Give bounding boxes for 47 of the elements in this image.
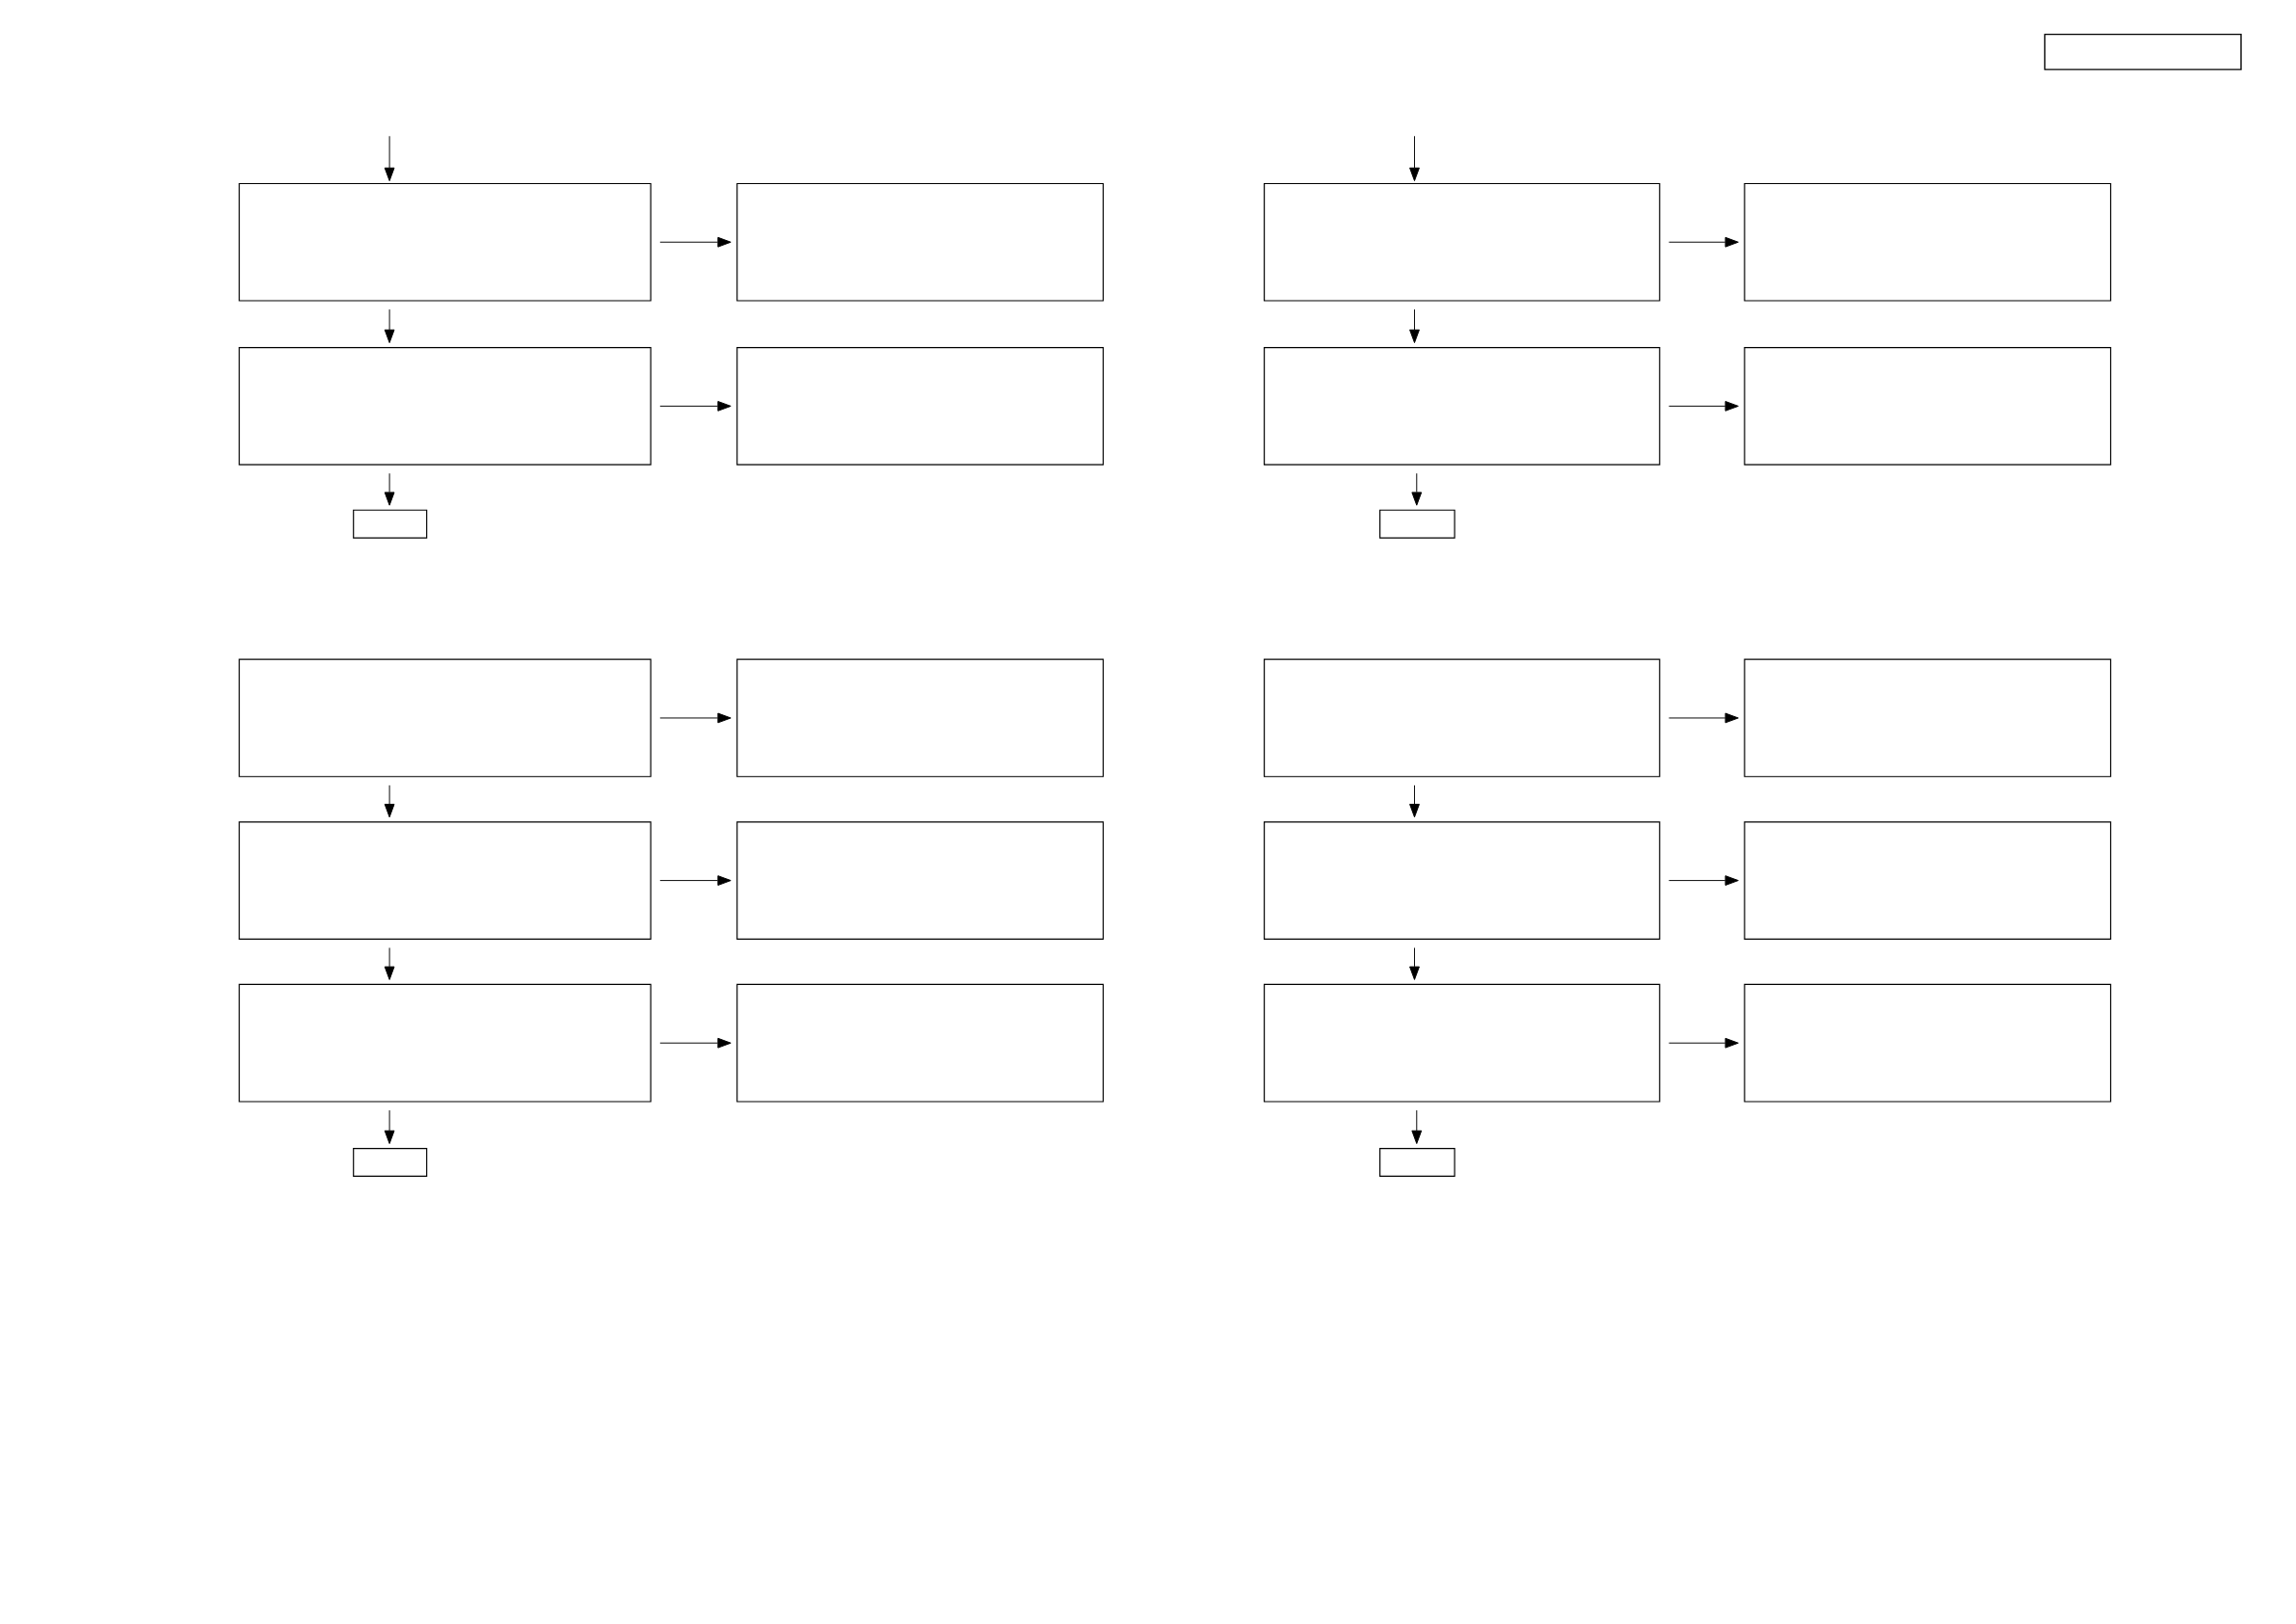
arrow [1409, 947, 1420, 980]
arrow [659, 875, 732, 887]
arrow [1409, 135, 1420, 182]
process-box [238, 821, 652, 941]
arrow [384, 1109, 395, 1145]
arrow [1409, 308, 1420, 344]
process-box [1264, 821, 1661, 941]
process-box [1744, 658, 2112, 778]
arrow [1669, 712, 1739, 724]
arrow [659, 401, 732, 412]
process-box [1264, 658, 1661, 778]
process-box [1744, 821, 2112, 941]
process-box [736, 183, 1105, 302]
small-box [1379, 1148, 1455, 1178]
process-box [1264, 183, 1661, 302]
process-box [736, 347, 1105, 466]
process-box [238, 347, 652, 466]
arrow [384, 472, 395, 506]
arrow [1411, 1109, 1423, 1145]
process-box [1264, 347, 1661, 466]
arrow [659, 1037, 732, 1049]
small-box [353, 509, 428, 539]
process-box [736, 984, 1105, 1103]
process-box [1264, 984, 1661, 1103]
frame-box [2043, 34, 2242, 70]
process-box [238, 183, 652, 302]
process-box [736, 821, 1105, 941]
arrow [384, 947, 395, 980]
arrow [659, 712, 732, 724]
arrow [659, 237, 732, 248]
arrow [1669, 1037, 1739, 1049]
process-box [1744, 347, 2112, 466]
arrow [1409, 785, 1420, 818]
process-box [1744, 984, 2112, 1103]
arrow [384, 135, 395, 182]
arrow [1669, 875, 1739, 887]
process-box [238, 984, 652, 1103]
process-box [1744, 183, 2112, 302]
arrow [384, 308, 395, 344]
arrow [384, 785, 395, 818]
process-box [736, 658, 1105, 778]
arrow [1669, 237, 1739, 248]
arrow [1669, 401, 1739, 412]
arrow [1411, 472, 1423, 506]
small-box [353, 1148, 428, 1178]
small-box [1379, 509, 1455, 539]
process-box [238, 658, 652, 778]
